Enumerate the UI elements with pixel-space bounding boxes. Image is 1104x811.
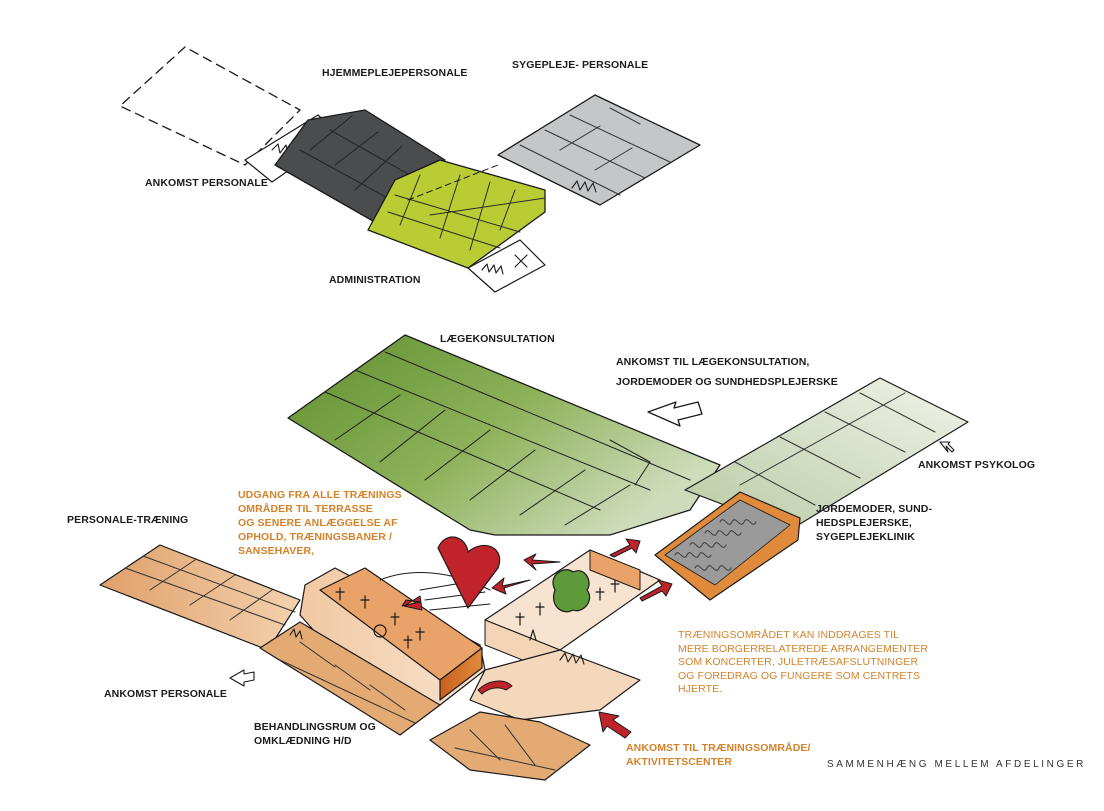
label-jordemoder-line-3: SYGEPLEJEKLINIK: [816, 531, 915, 543]
label-traening-line-3: SOM KONCERTER, JULETRÆSAFSLUTNINGER: [678, 656, 919, 668]
arrow-ankomst-psykolog: [939, 441, 955, 453]
label-ankomst-personale-bottom: ANKOMST PERSONALE: [104, 688, 228, 700]
crowd-area: [664, 499, 791, 586]
label-personale-traening: PERSONALE-TRÆNING: [67, 514, 189, 526]
terrace-heart: [437, 536, 501, 609]
label-traening-line-5: HJERTE.: [678, 683, 723, 695]
label-jordemoder: JORDEMODER, SUND- HEDSPLEJERSKE, SYGEPLE…: [816, 502, 932, 544]
label-jordemoder-line-1: JORDEMODER, SUND-: [816, 503, 933, 515]
label-jordemoder-line-2: HEDSPLEJERSKE,: [816, 517, 912, 529]
block-behandlingsrum: [259, 621, 441, 736]
arrow-ankomst-personale: [229, 669, 255, 687]
entrance-strip-admin: [467, 239, 546, 293]
label-sygepleje: SYGEPLEJE- PERSONALE: [512, 59, 649, 71]
label-laegekonsultation: LÆGEKONSULTATION: [440, 333, 555, 345]
label-udgang-line-4: OPHOLD, TRÆNINGSBANER /: [238, 531, 392, 543]
diagram-caption: SAMMENHÆNG MELLEM AFDELINGER: [827, 759, 1086, 770]
bottom-floorplan: [99, 334, 969, 781]
label-behandlingsrum-line-1: BEHANDLINGSRUM OG: [254, 721, 376, 733]
label-behandlingsrum-line-2: OMKLÆDNING H/D: [254, 735, 352, 747]
label-ankomst-traening-line-1: ANKOMST TIL TRÆNINGSOMRÅDE/: [626, 742, 811, 754]
block-sygepleje: [497, 94, 701, 206]
label-hjemmepleje: HJEMMEPLEJEPERSONALE: [322, 67, 468, 79]
label-traening-line-1: TRÆNINGSOMRÅDET KAN INDDRAGES TIL: [678, 629, 900, 641]
label-traening-line-4: OG FOREDRAG OG FUNGERE SOM CENTRETS: [678, 669, 921, 682]
top-floorplan: [119, 46, 701, 293]
block-activity-center: [429, 711, 591, 781]
arrows-red: [401, 538, 673, 739]
label-traeningsomraadet: TRÆNINGSOMRÅDET KAN INDDRAGES TIL MERE B…: [678, 629, 928, 697]
label-udgang-line-2: OMRÅDER TIL TERRASSE: [238, 503, 373, 515]
label-ankomst-psykolog: ANKOMST PSYKOLOG: [918, 459, 1036, 471]
label-udgang-line-3: OG SENERE ANLÆGGELSE AF: [238, 517, 398, 529]
arrow-ankomst-laege: [647, 401, 703, 427]
block-administration: [367, 159, 546, 269]
corridor-south: [469, 649, 641, 721]
label-traening-line-2: MERE BORGERRELATEREDE ARRANGEMENTER: [678, 642, 929, 655]
label-ankomst-traening: ANKOMST TIL TRÆNINGSOMRÅDE/ AKTIVITETSCE…: [626, 741, 811, 769]
label-ankomst-laege-line-1: ANKOMST TIL LÆGEKONSULTATION,: [616, 356, 810, 368]
label-ankomst-laege-line-2: JORDEMODER OG SUNDHEDSPLEJERSKE: [616, 376, 838, 388]
block-laegekonsultation: [287, 334, 721, 536]
label-ankomst-laege: ANKOMST TIL LÆGEKONSULTATION, JORDEMODER…: [616, 352, 838, 392]
dashed-outline: [119, 46, 301, 166]
label-udgang-line-1: UDGANG FRA ALLE TRÆNINGS: [238, 489, 402, 501]
label-administration: ADMINISTRATION: [329, 274, 421, 286]
tree: [552, 569, 591, 613]
label-ankomst-traening-line-2: AKTIVITETSCENTER: [626, 756, 733, 768]
block-personale-traening: [99, 544, 301, 651]
label-ankomst-personale-top: ANKOMST PERSONALE: [145, 177, 269, 189]
label-udgang: UDGANG FRA ALLE TRÆNINGS OMRÅDER TIL TER…: [238, 488, 402, 558]
label-behandlingsrum: BEHANDLINGSRUM OG OMKLÆDNING H/D: [254, 720, 376, 748]
label-udgang-line-5: SANSEHAVER,: [238, 545, 315, 557]
